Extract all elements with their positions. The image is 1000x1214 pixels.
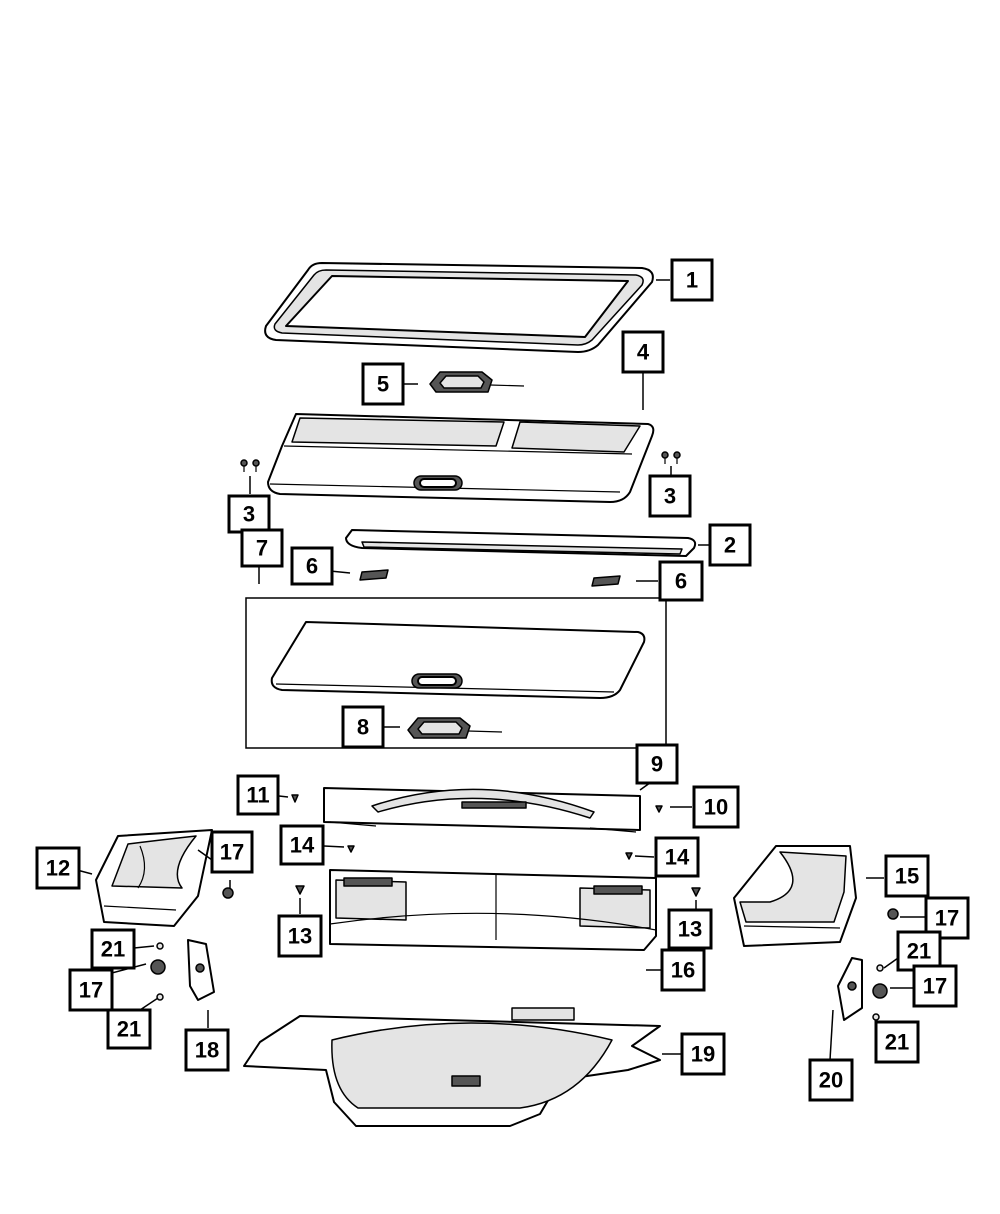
part-load-floor-lower	[329, 869, 657, 951]
callout-9: 9	[635, 743, 679, 785]
svg-text:21: 21	[885, 1030, 909, 1055]
svg-text:15: 15	[895, 864, 919, 889]
svg-text:10: 10	[704, 795, 728, 820]
callout-20: 20	[808, 1058, 854, 1102]
callout-8: 8	[341, 705, 385, 749]
svg-text:7: 7	[256, 536, 268, 561]
svg-text:5: 5	[377, 372, 389, 397]
callout-21-upper-right: 21	[896, 930, 942, 972]
svg-text:6: 6	[306, 554, 318, 579]
part-bracket-20	[837, 957, 863, 1021]
svg-text:1: 1	[686, 268, 698, 293]
part-fasteners-misc	[291, 794, 701, 897]
svg-text:20: 20	[819, 1068, 843, 1093]
callout-6-right: 6	[658, 560, 704, 602]
svg-text:17: 17	[923, 974, 947, 999]
part-handle-8	[407, 717, 503, 739]
callout-3-left: 3	[227, 494, 271, 534]
svg-text:14: 14	[665, 845, 690, 870]
part-clips-left	[150, 887, 234, 1001]
callout-21-upper-left: 21	[90, 928, 136, 970]
svg-text:14: 14	[290, 833, 315, 858]
svg-text:13: 13	[678, 917, 702, 942]
callout-14-left: 14	[279, 824, 325, 866]
part-pads-6	[359, 569, 621, 587]
svg-text:4: 4	[637, 340, 650, 365]
svg-text:3: 3	[664, 484, 676, 509]
callout-13-left: 13	[277, 914, 323, 958]
callout-13-right: 13	[667, 908, 713, 950]
part-trim-strip	[345, 529, 697, 557]
svg-text:11: 11	[246, 783, 269, 808]
part-load-floor-upper	[323, 787, 641, 833]
callout-2: 2	[708, 523, 752, 567]
assembly-group-box	[245, 597, 667, 749]
callout-5: 5	[361, 362, 405, 406]
part-right-side-bin	[733, 845, 857, 947]
callout-12: 12	[35, 846, 81, 890]
leader-lines	[76, 279, 926, 1061]
part-screws-3-right	[661, 451, 681, 464]
callout-18: 18	[184, 1028, 230, 1072]
part-handle-5	[429, 371, 525, 393]
svg-text:17: 17	[935, 906, 959, 931]
callout-17-upper-left: 17	[210, 830, 254, 874]
svg-text:16: 16	[671, 958, 695, 983]
svg-text:3: 3	[243, 502, 255, 527]
part-screws-3-left	[240, 459, 260, 472]
part-left-side-bin	[95, 829, 213, 927]
part-floor-tray	[243, 1007, 661, 1127]
callout-3-right: 3	[648, 474, 692, 518]
svg-text:2: 2	[724, 533, 736, 558]
svg-text:12: 12	[46, 856, 70, 881]
callout-11: 11	[236, 774, 280, 816]
svg-text:13: 13	[288, 924, 312, 949]
callout-14-right: 14	[654, 836, 700, 878]
callout-1: 1	[670, 258, 714, 302]
callout-21-lower-left: 21	[106, 1008, 152, 1050]
svg-text:17: 17	[220, 840, 244, 865]
svg-text:8: 8	[357, 715, 369, 740]
part-cargo-cover-frame	[264, 262, 654, 353]
callout-19: 19	[680, 1032, 726, 1076]
part-cargo-cover-panel	[267, 413, 655, 503]
part-clips-right	[872, 908, 899, 1021]
callout-7: 7	[240, 528, 284, 568]
svg-text:9: 9	[651, 752, 663, 777]
callout-10: 10	[692, 785, 740, 829]
svg-text:19: 19	[691, 1042, 715, 1067]
svg-text:6: 6	[675, 569, 687, 594]
callout-15: 15	[884, 854, 930, 898]
callout-21-lower-right: 21	[874, 1020, 920, 1064]
svg-text:18: 18	[195, 1038, 219, 1063]
svg-text:21: 21	[907, 939, 931, 964]
callout-17-lower-right: 17	[912, 964, 958, 1008]
callout-16: 16	[660, 948, 706, 992]
callout-17-lower-left: 17	[68, 968, 114, 1012]
callout-4: 4	[621, 330, 665, 374]
part-cargo-panel-assembly	[270, 621, 646, 699]
part-bracket-18	[187, 939, 215, 1001]
svg-text:21: 21	[117, 1017, 141, 1042]
svg-text:17: 17	[79, 978, 103, 1003]
callout-6-left: 6	[290, 546, 334, 586]
svg-text:21: 21	[101, 937, 125, 962]
